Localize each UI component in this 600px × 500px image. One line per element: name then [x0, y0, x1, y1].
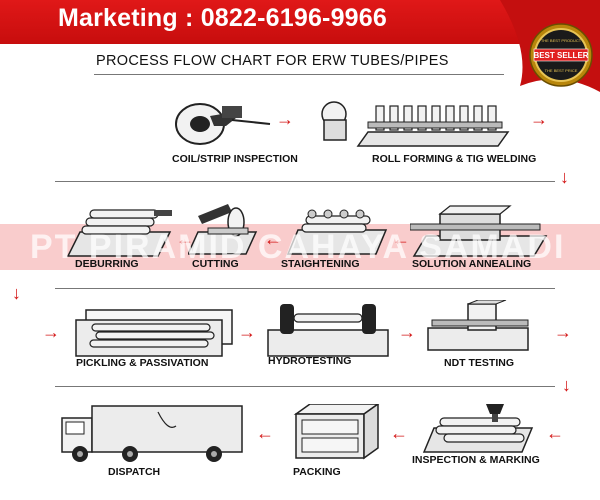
badge-bottom-text: THE BEST PRICE	[545, 68, 578, 73]
page-title: PROCESS FLOW CHART FOR ERW TUBES/PIPES	[96, 53, 449, 69]
marketing-banner	[0, 0, 600, 44]
row-divider	[55, 386, 555, 387]
step-label-dispatch: DISPATCH	[108, 466, 161, 478]
step-label-packing: PACKING	[293, 466, 341, 478]
step-label-coil-inspection: COIL/STRIP INSPECTION	[172, 153, 298, 165]
step-label-straightening: STAIGHTENING	[281, 258, 360, 270]
badge-top-text: THE BEST PRODUCT	[541, 38, 582, 43]
straightening-illustration	[286, 209, 388, 255]
badge-main-text: BEST SELLER	[533, 51, 588, 60]
arrow-left-icon: ←	[256, 423, 274, 443]
arrow-right-icon: →	[554, 322, 572, 342]
roll-forming-welding-illustration	[321, 101, 510, 147]
step-label-inspection-marking: INSPECTION & MARKING	[412, 454, 540, 466]
arrow-right-icon: →	[42, 322, 60, 342]
step-label-pickling: PICKLING & PASSIVATION	[76, 357, 209, 369]
arrow-right-icon: →	[398, 322, 416, 342]
arrow-right-icon: →	[276, 109, 294, 129]
arrow-left-icon: ←	[176, 229, 194, 249]
arrow-down-icon: ↓	[12, 283, 21, 303]
step-label-roll-forming: ROLL FORMING & TIG WELDING	[372, 153, 537, 165]
pickling-passivation-illustration	[75, 309, 233, 357]
cutting-illustration	[188, 204, 258, 255]
hydrotesting-illustration	[267, 304, 389, 357]
row-divider	[55, 181, 555, 182]
arrow-right-icon: →	[530, 109, 548, 129]
arrow-left-icon: ←	[392, 229, 410, 249]
inspection-marking-illustration	[422, 404, 534, 453]
marketing-phone-text: Marketing : 0822-6196-9966	[58, 4, 387, 32]
row-divider	[55, 288, 555, 289]
step-label-hydrotesting: HYDROTESTING	[268, 355, 352, 367]
arrow-down-icon: ↓	[560, 167, 569, 187]
step-label-cutting: CUTTING	[192, 258, 239, 270]
deburring-illustration	[66, 209, 172, 257]
packing-illustration	[293, 404, 380, 460]
row-divider	[94, 74, 504, 75]
coil-strip-illustration	[175, 103, 271, 145]
ndt-testing-illustration	[427, 300, 529, 351]
step-label-solution-annealing: SOLUTION ANNEALING	[412, 258, 532, 270]
arrow-left-icon: ←	[390, 423, 408, 443]
step-label-deburring: DEBURRING	[75, 258, 139, 270]
solution-annealing-illustration	[410, 205, 548, 257]
best-seller-badge-icon: BEST SELLER THE BEST PRODUCT THE BEST PR…	[529, 23, 593, 87]
dispatch-truck-illustration	[61, 405, 243, 462]
arrow-down-icon: ↓	[562, 375, 571, 395]
arrow-left-icon: ←	[264, 229, 282, 249]
step-label-ndt-testing: NDT TESTING	[444, 357, 514, 369]
arrow-left-icon: ←	[546, 423, 564, 443]
arrow-right-icon: →	[238, 322, 256, 342]
company-watermark-text: PT PIRAMID CAHAYA SAMADI	[30, 228, 566, 266]
